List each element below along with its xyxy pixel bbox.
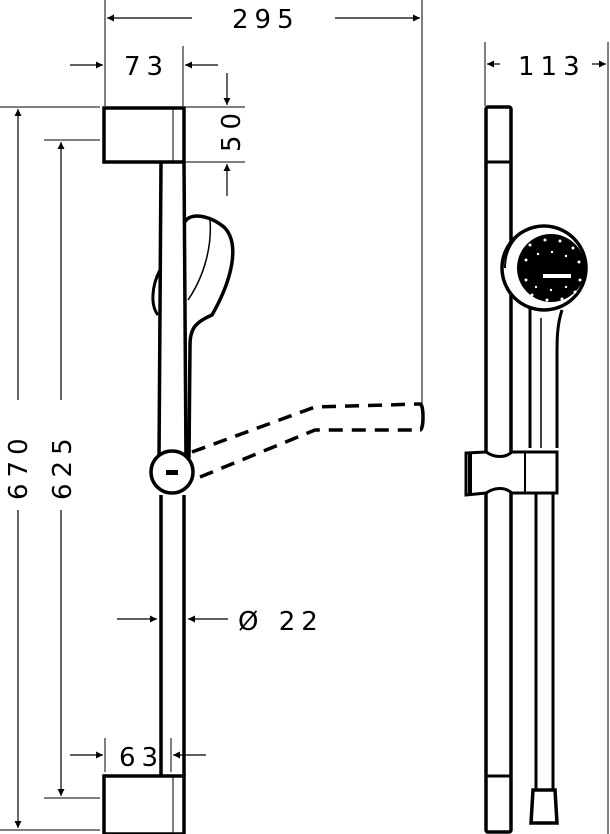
- dimension-63-label: 63: [119, 743, 164, 773]
- hand-shower-face: [500, 224, 588, 312]
- shower-head-tip: [418, 402, 425, 432]
- hand-shower: [151, 214, 235, 459]
- dimension-diameter-22: Ø 22: [117, 607, 324, 637]
- dimension-295: 295: [104, 0, 423, 405]
- hand-shower-handle: [528, 308, 564, 448]
- dimension-295-label: 295: [232, 5, 300, 35]
- bottom-wall-bracket: [102, 774, 186, 834]
- side-slider: [464, 450, 559, 497]
- dimension-63: 63: [70, 738, 206, 773]
- side-view: 113: [464, 42, 609, 834]
- swivel-shower-outline: [191, 402, 421, 479]
- dimension-625-label: 625: [48, 432, 78, 500]
- front-view: 295 73 50 670: [0, 0, 425, 834]
- hose: [534, 493, 555, 790]
- brand-logo-icon: [543, 274, 571, 278]
- dimension-diameter-22-label: Ø 22: [238, 607, 324, 637]
- dimension-50: 50: [186, 73, 247, 196]
- slider-holder: [149, 449, 195, 495]
- dimension-113-label: 113: [518, 52, 586, 82]
- dimension-113: 113: [484, 42, 609, 834]
- spray-nozzles-icon: [524, 238, 582, 302]
- hose-end: [529, 788, 559, 825]
- top-wall-bracket: [102, 106, 186, 164]
- dimension-670: 670: [0, 106, 100, 831]
- dimension-625: 625: [44, 139, 100, 799]
- dimension-73: 73: [70, 46, 218, 106]
- dimension-50-label: 50: [217, 107, 247, 152]
- rail: [157, 161, 188, 776]
- dimension-670-label: 670: [4, 432, 34, 500]
- dimension-73-label: 73: [124, 52, 169, 82]
